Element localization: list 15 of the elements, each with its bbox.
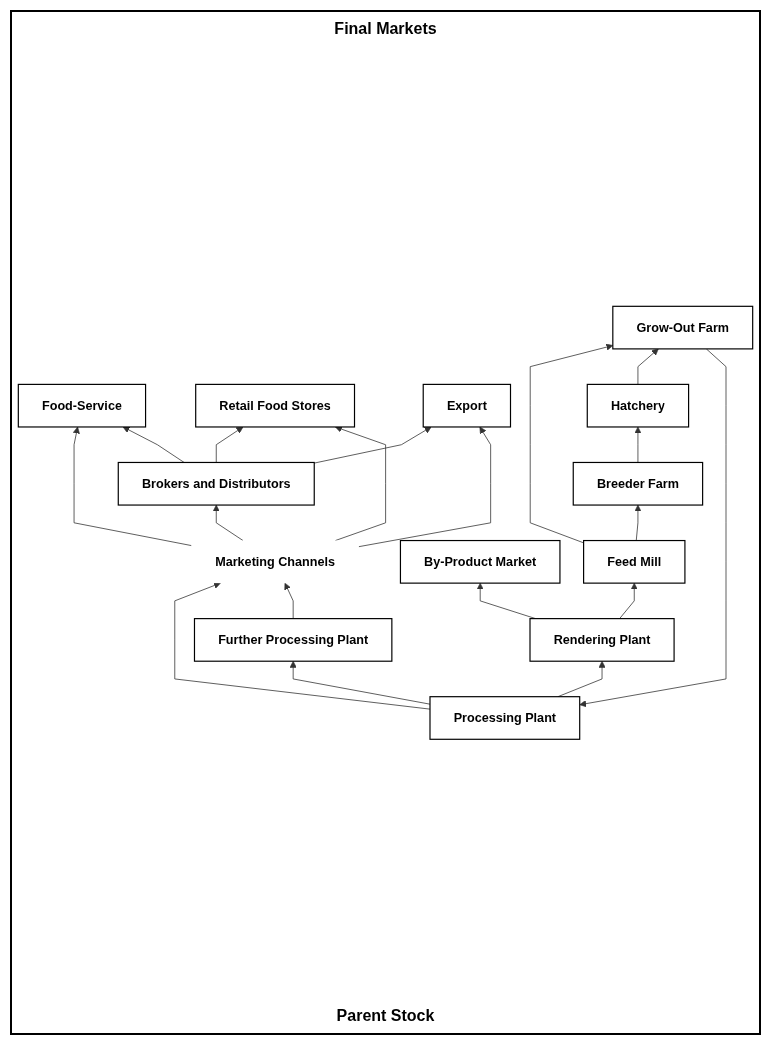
node-box: Food-Service (17, 383, 147, 428)
node-box: Retail Food Stores (195, 383, 356, 428)
node-box: Hatchery (586, 383, 690, 428)
node-box: Feed Mill (583, 539, 686, 584)
section-heading: Parent Stock (336, 1007, 435, 1025)
node-box: Brokers and Distributors (117, 461, 315, 506)
node-box: Grow-Out Farm (612, 305, 754, 350)
node-box: Further Processing Plant (193, 617, 393, 662)
node-box: Breeder Farm (572, 461, 704, 506)
node-box: Processing Plant (429, 695, 581, 740)
node-box: Rendering Plant (529, 617, 675, 662)
node-box: Export (422, 383, 512, 428)
node-text: Marketing Channels (215, 554, 336, 568)
node-box: By-Product Market (399, 539, 561, 584)
section-heading: Final Markets (334, 20, 437, 38)
